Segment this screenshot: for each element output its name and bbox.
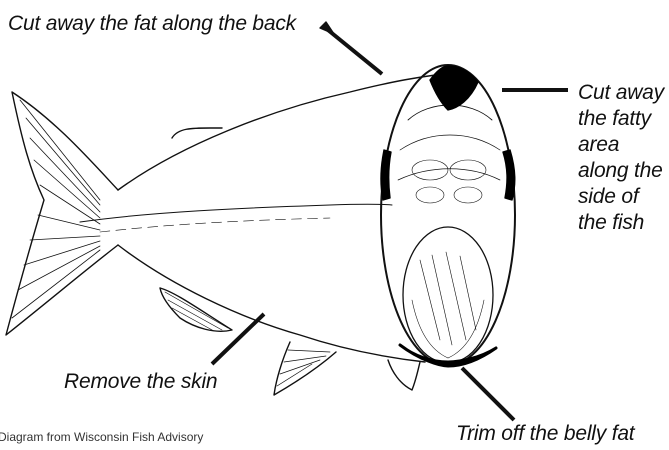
tail-fin [6,92,118,335]
credit-text: Diagram from Wisconsin Fish Advisory [0,430,203,444]
steak-inner-cavity [403,227,493,363]
side-fat-right [503,150,515,200]
label-side-line: the fish [578,210,664,236]
label-side-line: the fatty [578,106,664,132]
label-side-line: Cut away [578,80,664,106]
label-back-fat: Cut away the fat along the back [8,12,296,36]
side-fat-left [381,150,391,200]
belly-fat [400,345,496,366]
label-side-line: along the [578,158,664,184]
lateral-line [80,204,392,222]
rear-fin [388,360,420,390]
label-side-fat: Cut away the fatty area along the side o… [578,80,664,236]
pointer-belly [462,368,514,420]
back-fat [430,66,478,110]
fish-body-belly [118,245,425,362]
pointer-back-head [320,22,334,34]
label-side-line: side of [578,184,664,210]
pointer-back [328,30,382,74]
label-remove-skin: Remove the skin [64,370,217,394]
label-side-line: area [578,132,664,158]
label-belly-fat: Trim off the belly fat [456,422,634,446]
